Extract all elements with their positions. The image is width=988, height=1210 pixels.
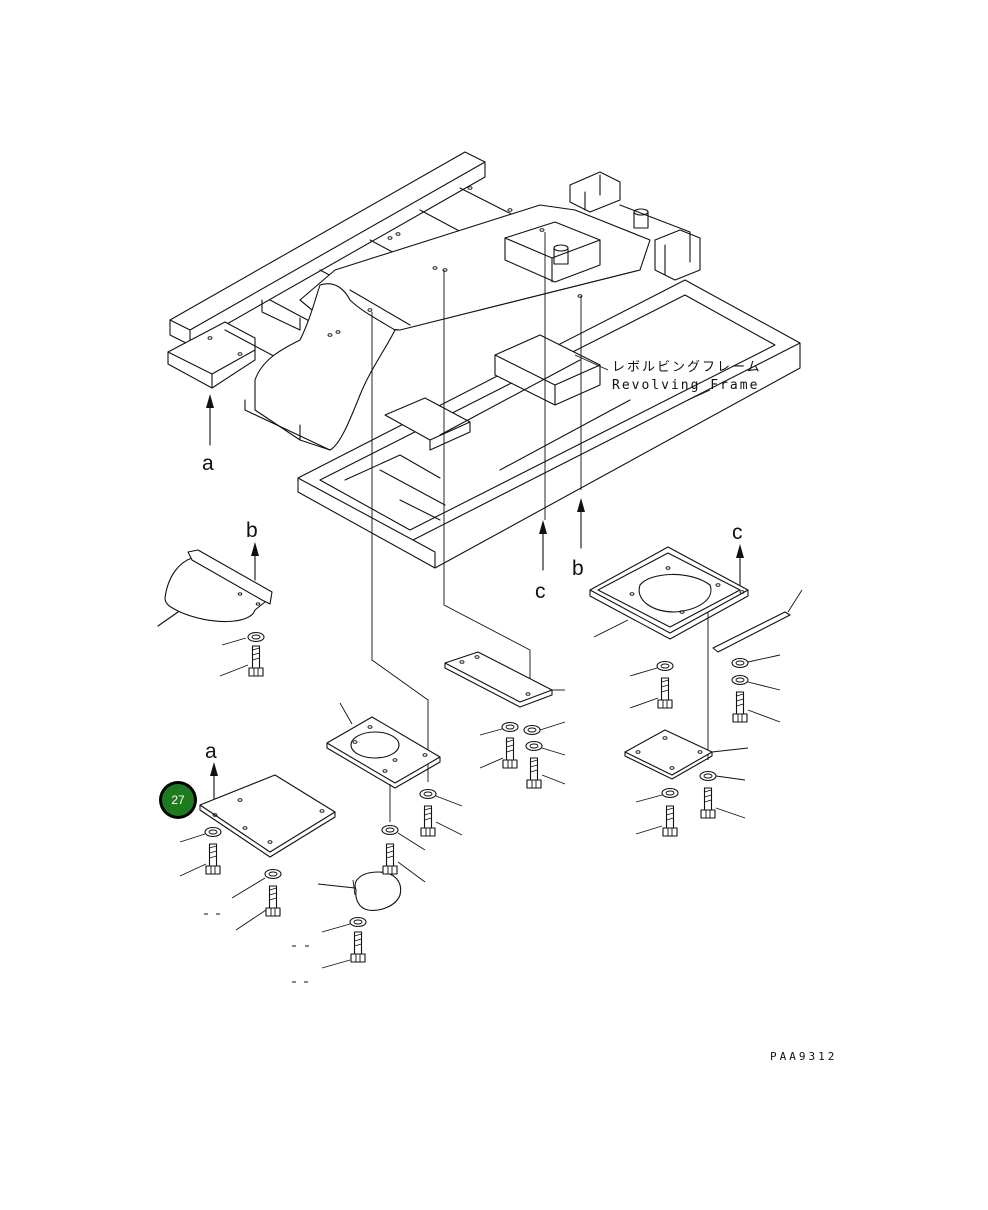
bolt-c-2 (732, 691, 780, 723)
arrow-c-right (736, 544, 744, 585)
frame-label-jp: レボルビングフレーム (612, 360, 762, 375)
dash-mark (292, 946, 309, 982)
label-b-left: b (246, 519, 258, 542)
arrow-b-frame (577, 498, 585, 548)
seal-strip[interactable] (713, 590, 802, 652)
bolt-small-2 (526, 757, 565, 789)
cover-plate-center[interactable] (327, 703, 440, 788)
washer-center-2 (381, 824, 425, 851)
bolt-c-4 (636, 805, 678, 837)
bolt-b (220, 645, 264, 677)
frame-label-en: Revolving Frame (612, 378, 759, 393)
cover-plate-small[interactable] (445, 652, 565, 707)
cover-plate-b[interactable] (158, 550, 272, 626)
bolt-c-3 (700, 787, 745, 819)
bolt-small-1 (480, 737, 518, 769)
washer-c-1 (630, 660, 674, 677)
label-c-right: c (732, 521, 743, 544)
washer-a-2 (232, 868, 282, 899)
washer-small-2 (523, 722, 565, 736)
cover-plate-c-small[interactable] (625, 730, 748, 779)
callout-27-number: 27 (171, 793, 185, 807)
leader-lines (353, 232, 708, 895)
washer-center-1 (419, 788, 462, 807)
drawing-code: PAA9312 (770, 1050, 837, 1063)
washer-b (222, 631, 265, 646)
callout-27[interactable]: 27 (159, 781, 197, 819)
label-c-left: c (535, 580, 546, 603)
bolt-a-1 (180, 843, 221, 876)
cover-plate-c-large[interactable] (590, 547, 748, 639)
bolt-c-1 (630, 677, 673, 709)
label-a-top: a (202, 452, 214, 475)
washer-center-3 (322, 916, 367, 933)
washer-c-3 (731, 674, 780, 691)
washer-a-1 (180, 826, 222, 843)
leader-lines-center (390, 770, 428, 822)
cover-plate-a[interactable] (200, 775, 335, 857)
cover-disc[interactable] (318, 872, 401, 910)
label-a-bottom: a (205, 740, 217, 763)
bolt-a-2 (236, 885, 281, 930)
bolt-center-3 (322, 931, 366, 968)
revolving-frame (168, 152, 800, 568)
arrow-a-bottom (210, 762, 218, 800)
washer-small-1 (480, 721, 519, 736)
label-b-right: b (572, 557, 584, 580)
washer-small-3 (525, 740, 565, 756)
arrow-c-frame (539, 520, 547, 570)
arrow-b-left (251, 542, 259, 580)
arrow-a-top (206, 394, 214, 445)
bolt-center-2 (382, 843, 425, 882)
callout-27-fill (162, 784, 194, 816)
washer-c-2 (731, 655, 780, 669)
washer-c-4 (699, 770, 745, 782)
washer-c-5 (636, 787, 679, 803)
bolt-center-1 (420, 805, 462, 837)
